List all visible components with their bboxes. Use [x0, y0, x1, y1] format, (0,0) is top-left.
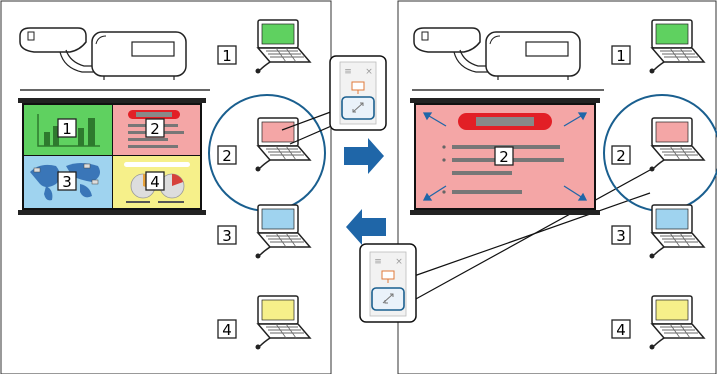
svg-text:1: 1: [222, 47, 232, 65]
laptop-1-left: 1: [217, 19, 312, 74]
bar-chart-icon: [37, 114, 100, 147]
laptop-icon: [255, 204, 312, 259]
svg-text:4: 4: [150, 173, 160, 191]
svg-text:1: 1: [62, 120, 72, 138]
world-map-icon: [30, 163, 100, 201]
collapse-icon: [382, 293, 394, 304]
toolbar-callout-bottom: ≡ ×: [359, 169, 651, 323]
arrow-left-icon: [346, 209, 386, 245]
present-icon: [381, 270, 395, 283]
svg-text:4: 4: [222, 321, 232, 339]
svg-text:3: 3: [222, 227, 232, 245]
laptop-icon: [649, 19, 706, 74]
laptop-icon: [649, 204, 706, 259]
laptop-icon: [649, 117, 706, 172]
laptop-1-right: 1: [611, 19, 706, 74]
screen-label-right: 2: [494, 146, 514, 166]
svg-text:3: 3: [616, 227, 626, 245]
laptop-icon: [255, 117, 312, 172]
laptop-2-right: 2: [611, 117, 706, 172]
laptop-3-right: 3: [611, 204, 706, 259]
screen-quadrant-label-1: 1: [57, 118, 77, 138]
menu-icon: ≡: [374, 257, 382, 267]
projection-screen-left: 1 2 3 4: [18, 98, 206, 215]
projection-screen-right: 2: [410, 98, 600, 215]
laptop-2-left: 2: [217, 117, 312, 172]
screen-quadrant-label-2: 2: [145, 118, 165, 138]
close-icon: ×: [395, 257, 403, 267]
svg-text:2: 2: [222, 147, 232, 165]
svg-text:2: 2: [150, 120, 160, 138]
expand-icon: [352, 102, 364, 113]
toolbar-callout-top: ≡ ×: [281, 55, 387, 145]
laptop-icon: [649, 295, 706, 350]
svg-text:4: 4: [616, 321, 626, 339]
laptop-icon: [255, 295, 312, 350]
expand-arrows-icon: [422, 112, 588, 201]
screen-quadrant-label-4: 4: [145, 171, 165, 191]
laptop-4-left: 4: [217, 295, 312, 350]
arrow-right-icon: [344, 138, 384, 174]
svg-text:2: 2: [616, 147, 626, 165]
present-icon: [351, 81, 365, 94]
laptop-icon: [255, 19, 312, 74]
svg-text:3: 3: [62, 173, 72, 191]
laptop-3-left: 3: [217, 204, 312, 259]
menu-icon: ≡: [344, 67, 352, 77]
laptop-4-right: 4: [611, 295, 706, 350]
screen-quadrant-label-3: 3: [57, 171, 77, 191]
svg-text:1: 1: [616, 47, 626, 65]
close-icon: ×: [365, 67, 373, 77]
svg-text:2: 2: [499, 148, 509, 166]
